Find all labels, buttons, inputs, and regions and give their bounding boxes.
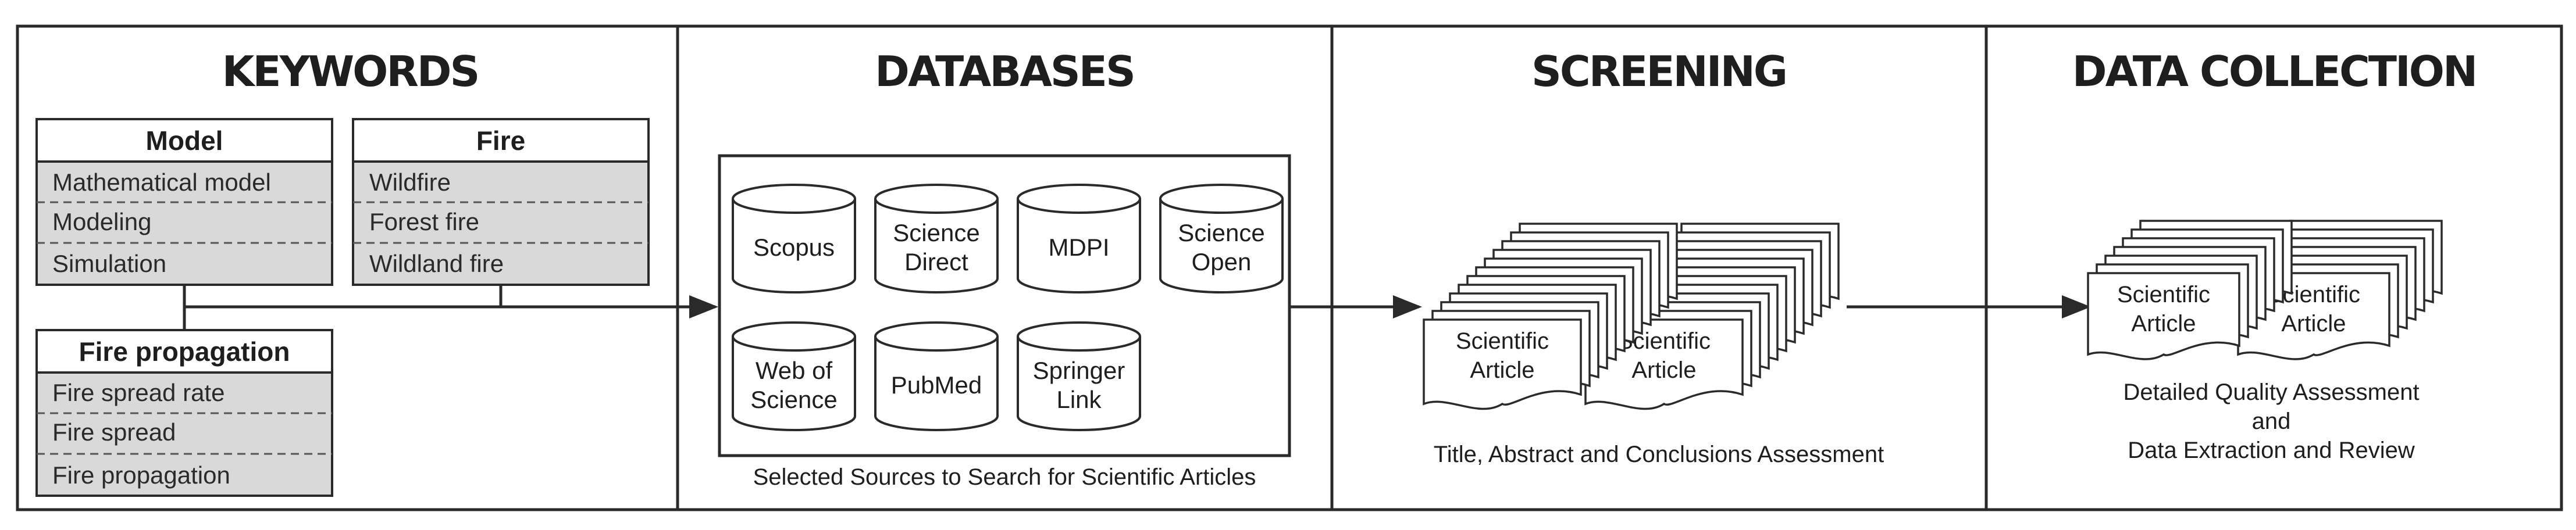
database-label: Science [893, 219, 979, 246]
article-document-icon [2087, 272, 2240, 360]
collection-caption-line-1: Detailed Quality Assessment [2123, 379, 2419, 405]
keyword-group-model: Model Mathematical model Modeling Simula… [35, 118, 333, 286]
article-label: Article [2281, 311, 2346, 336]
keyword-group-fire-propagation: Fire propagation Fire spread rate Fire s… [35, 329, 333, 497]
database-label: PubMed [891, 371, 982, 399]
screening-title: SCREENING [1531, 47, 1786, 96]
database-label: Open [1192, 248, 1252, 275]
keyword-item: Simulation [52, 250, 166, 277]
article-label: Article [1470, 357, 1534, 383]
keywords-connector [183, 285, 718, 330]
article-label: Article [1631, 357, 1696, 383]
screening-caption: Title, Abstract and Conclusions Assessme… [1434, 442, 1884, 467]
database-label: Direct [904, 248, 968, 275]
keyword-item: Wildfire [369, 169, 451, 196]
databases-title: DATABASES [875, 47, 1134, 96]
keyword-group-fire: Fire Wildfire Forest fire Wildland fire [352, 118, 650, 286]
keyword-item: Fire propagation [52, 461, 230, 489]
keywords-title: KEYWORDS [222, 47, 479, 96]
keyword-group-title: Model [146, 126, 223, 156]
database-label: Science [1178, 219, 1264, 246]
collection-caption-line-3: Data Extraction and Review [2128, 438, 2415, 463]
keyword-group-title: Fire [476, 126, 525, 156]
outer-frame [16, 24, 2563, 511]
database-cylinder-icon: PubMed [874, 321, 999, 431]
article-label: Scientific [2117, 282, 2210, 307]
keyword-item: Fire spread rate [52, 379, 225, 406]
keyword-item: Fire spread [52, 418, 176, 446]
database-label: MDPI [1049, 234, 1110, 261]
collection-caption-line-2: and [2252, 409, 2291, 434]
database-label: Link [1056, 386, 1102, 413]
database-cylinder-icon: Scopus [732, 184, 856, 293]
data-collection-title: DATA COLLECTION [2072, 47, 2476, 96]
keyword-item: Wildland fire [369, 250, 504, 277]
database-label: Web of [756, 357, 833, 384]
database-label: Scopus [753, 234, 835, 261]
databases-caption: Selected Sources to Search for Scientifi… [753, 464, 1256, 490]
keyword-item: Modeling [52, 208, 151, 235]
database-label: Science [750, 386, 837, 413]
database-label: Springer [1033, 357, 1125, 384]
article-label: Article [2131, 311, 2196, 336]
keyword-group-title: Fire propagation [79, 336, 290, 367]
database-cylinder-icon: MDPI [1017, 184, 1141, 293]
keyword-item: Forest fire [369, 208, 479, 235]
article-label: Scientific [1456, 328, 1549, 354]
article-document-icon [1423, 318, 1582, 410]
keyword-item: Mathematical model [52, 169, 271, 196]
